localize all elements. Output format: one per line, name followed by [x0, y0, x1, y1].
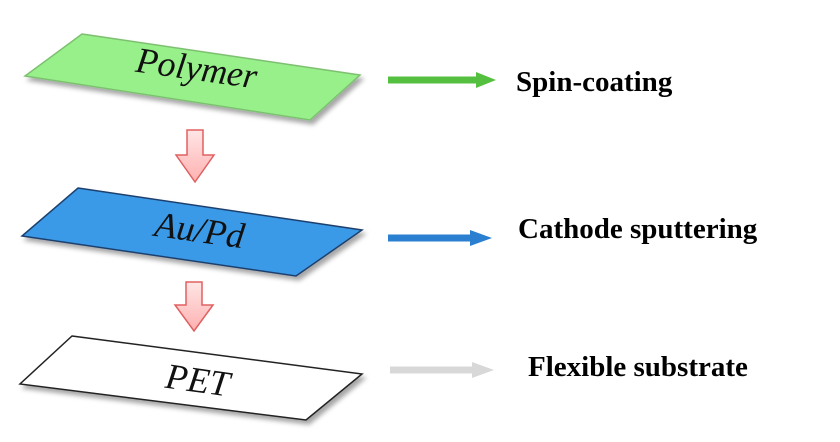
layer-au-pd: Au/Pd — [20, 187, 364, 277]
flexible-substrate-label: Flexible substrate — [528, 351, 748, 383]
layer-pet: PET — [18, 335, 364, 421]
down-arrow-2 — [173, 281, 215, 333]
spin-coating-arrow-head — [476, 72, 496, 88]
layer-polymer: Polymer — [23, 33, 362, 121]
spin-coating-label: Spin-coating — [516, 66, 673, 98]
cathode-sputtering-arrow-head — [470, 230, 492, 246]
polymer-layer-plate — [23, 33, 362, 121]
flexible-substrate-arrow-head — [472, 362, 494, 378]
spin-coating-arrow — [388, 72, 496, 88]
flexible-substrate-arrow — [390, 362, 494, 378]
down-arrow-2-shape — [173, 281, 215, 333]
au-pd-layer-plate — [20, 187, 364, 277]
cathode-sputtering-arrow — [388, 230, 492, 246]
down-arrow-1 — [174, 129, 216, 184]
cathode-sputtering-label: Cathode sputtering — [518, 213, 758, 245]
pet-layer-plate — [18, 335, 364, 421]
down-arrow-1-shape — [174, 129, 216, 184]
pet-layer-label: PET — [162, 356, 235, 405]
